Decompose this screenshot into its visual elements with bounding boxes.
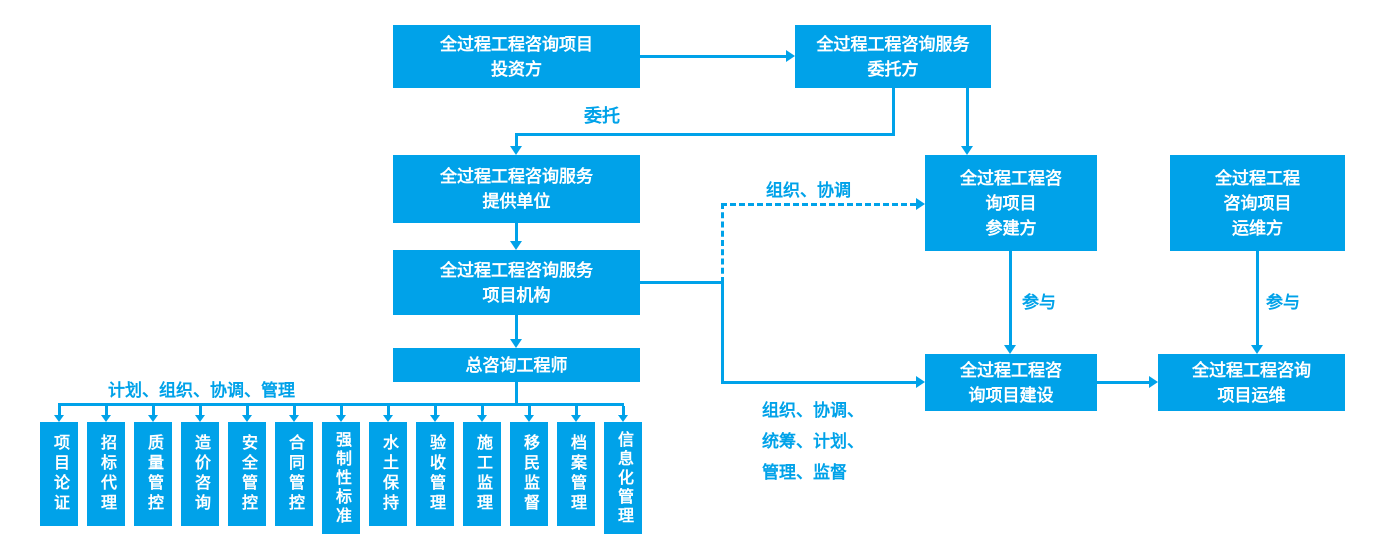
arrow-stub <box>339 406 343 415</box>
task-col: 合同管控 <box>275 406 313 534</box>
edge-label-participate-2: 参与 <box>1266 293 1300 312</box>
arrowhead-down-icon <box>430 415 440 422</box>
task-col: 质量管控 <box>134 406 172 534</box>
task-col: 强制性标准 <box>322 406 360 534</box>
connector-client-provider-stub <box>515 133 518 147</box>
arrowhead-down-icon <box>148 415 158 422</box>
arrow-stub <box>527 406 531 415</box>
arrowhead-down-icon <box>571 415 581 422</box>
connector-opsparty-operation-line <box>1256 251 1259 345</box>
arrow-stub <box>198 406 202 415</box>
task-box: 施工监理 <box>463 422 501 526</box>
arrow-stub <box>151 406 155 415</box>
arrowhead-down-icon <box>383 415 393 422</box>
connector-chief-tasks-drop <box>515 382 518 406</box>
connector-client-provider-line <box>515 133 895 136</box>
task-box: 安全管控 <box>228 422 266 526</box>
arrowhead-down-icon <box>54 415 64 422</box>
task-col: 招标代理 <box>87 406 125 534</box>
task-col: 信息化管理 <box>604 406 642 534</box>
chief-engineer-box: 总咨询工程师 <box>393 348 640 382</box>
arrow-stub <box>386 406 390 415</box>
arrowhead-down-icon <box>336 415 346 422</box>
connector-org-junction-line <box>640 281 723 284</box>
edge-label-organize-coordinate: 组织、协调 <box>766 181 851 200</box>
connector-client-provider-drop <box>892 88 895 136</box>
arrowhead-down-icon <box>289 415 299 422</box>
task-box: 项目论证 <box>40 422 78 526</box>
connector-org-construction-horizontal <box>721 381 916 384</box>
edge-label-organize-multi: 组织、协调、 统筹、计划、 管理、监督 <box>762 401 864 482</box>
arrow-stub <box>480 406 484 415</box>
task-col: 验收管理 <box>416 406 454 534</box>
task-col: 档案管理 <box>557 406 595 534</box>
task-box: 造价咨询 <box>181 422 219 526</box>
arrowhead-down-icon <box>510 241 522 250</box>
task-col: 项目论证 <box>40 406 78 534</box>
task-col: 造价咨询 <box>181 406 219 534</box>
edge-label-plan-organize: 计划、组织、协调、管理 <box>108 381 295 400</box>
edge-label-entrust: 委托 <box>584 106 620 126</box>
arrow-stub <box>292 406 296 415</box>
task-box: 信息化管理 <box>604 422 642 534</box>
task-box: 移民监督 <box>510 422 548 526</box>
provider-box: 全过程工程咨询服务 提供单位 <box>393 155 640 223</box>
connector-org-construction-vertical <box>721 281 724 384</box>
arrow-stub <box>433 406 437 415</box>
task-box: 招标代理 <box>87 422 125 526</box>
task-box: 强制性标准 <box>322 422 360 534</box>
connector-investor-client-line <box>640 55 786 58</box>
arrowhead-right-icon <box>1149 376 1158 388</box>
arrowhead-right-icon <box>916 198 925 210</box>
operation-box: 全过程工程咨询 项目运维 <box>1158 354 1345 411</box>
arrowhead-down-icon <box>524 415 534 422</box>
task-row: 项目论证 招标代理 质量管控 造价咨询 安全管控 合同管控 <box>40 406 642 534</box>
arrowhead-right-icon <box>786 50 795 62</box>
arrowhead-down-icon <box>618 415 628 422</box>
task-col: 移民监督 <box>510 406 548 534</box>
task-col: 水土保持 <box>369 406 407 534</box>
arrowhead-down-icon <box>242 415 252 422</box>
arrowhead-down-icon <box>961 146 973 155</box>
participants-box: 全过程工程咨 询项目 参建方 <box>925 155 1097 251</box>
construction-box: 全过程工程咨 询项目建设 <box>925 354 1097 411</box>
arrowhead-down-icon <box>510 339 522 348</box>
arrowhead-down-icon <box>477 415 487 422</box>
arrow-stub <box>574 406 578 415</box>
task-box: 合同管控 <box>275 422 313 526</box>
arrow-stub <box>104 406 108 415</box>
task-box: 验收管理 <box>416 422 454 526</box>
arrowhead-down-icon <box>101 415 111 422</box>
project-org-box: 全过程工程咨询服务 项目机构 <box>393 250 640 315</box>
arrowhead-right-icon <box>916 376 925 388</box>
arrow-stub <box>621 406 625 415</box>
connector-provider-org-line <box>515 223 518 242</box>
connector-construction-operation-line <box>1097 381 1149 384</box>
investor-box: 全过程工程咨询项目 投资方 <box>393 25 640 88</box>
connector-org-participants-dashed-horizontal <box>721 203 916 206</box>
edge-label-participate-1: 参与 <box>1022 293 1056 312</box>
connector-org-participants-dashed-vertical <box>721 203 724 283</box>
arrowhead-down-icon <box>1004 345 1016 354</box>
task-col: 安全管控 <box>228 406 266 534</box>
arrowhead-down-icon <box>195 415 205 422</box>
connector-participants-construction-line <box>1009 251 1012 345</box>
arrow-stub <box>57 406 61 415</box>
task-box: 质量管控 <box>134 422 172 526</box>
arrowhead-down-icon <box>1251 345 1263 354</box>
task-box: 档案管理 <box>557 422 595 526</box>
ops-party-box: 全过程工程 咨询项目 运维方 <box>1170 155 1345 251</box>
arrowhead-down-icon <box>510 146 522 155</box>
client-box: 全过程工程咨询服务 委托方 <box>795 25 991 88</box>
connector-client-participants-line <box>966 88 969 147</box>
task-box: 水土保持 <box>369 422 407 526</box>
arrow-stub <box>245 406 249 415</box>
connector-org-chief-line <box>515 315 518 340</box>
connector-tasks-bus-line <box>58 403 624 406</box>
task-col: 施工监理 <box>463 406 501 534</box>
